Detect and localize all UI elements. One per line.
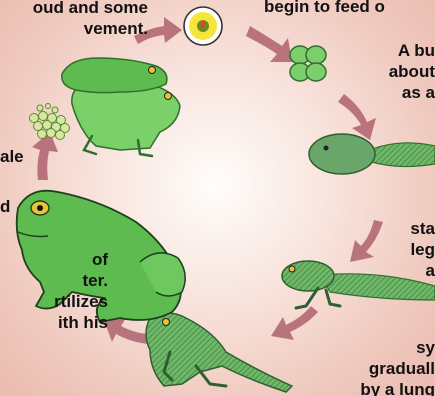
caption-left-mid: d	[0, 196, 30, 217]
cell-division-icon	[290, 46, 326, 81]
caption-top-right: begin to feed o	[264, 0, 435, 17]
caption-left-upper: ale	[0, 146, 60, 167]
tadpole-icon	[309, 134, 435, 174]
egg-mass-icon	[30, 104, 70, 140]
arrow-froglet-to-adult	[104, 318, 148, 344]
froglet-icon	[146, 313, 292, 392]
arrow-legged-to-froglet	[271, 306, 318, 340]
mating-frogs-icon	[62, 58, 180, 156]
arrow-egg-to-cells	[246, 26, 292, 62]
egg-icon	[184, 7, 222, 45]
